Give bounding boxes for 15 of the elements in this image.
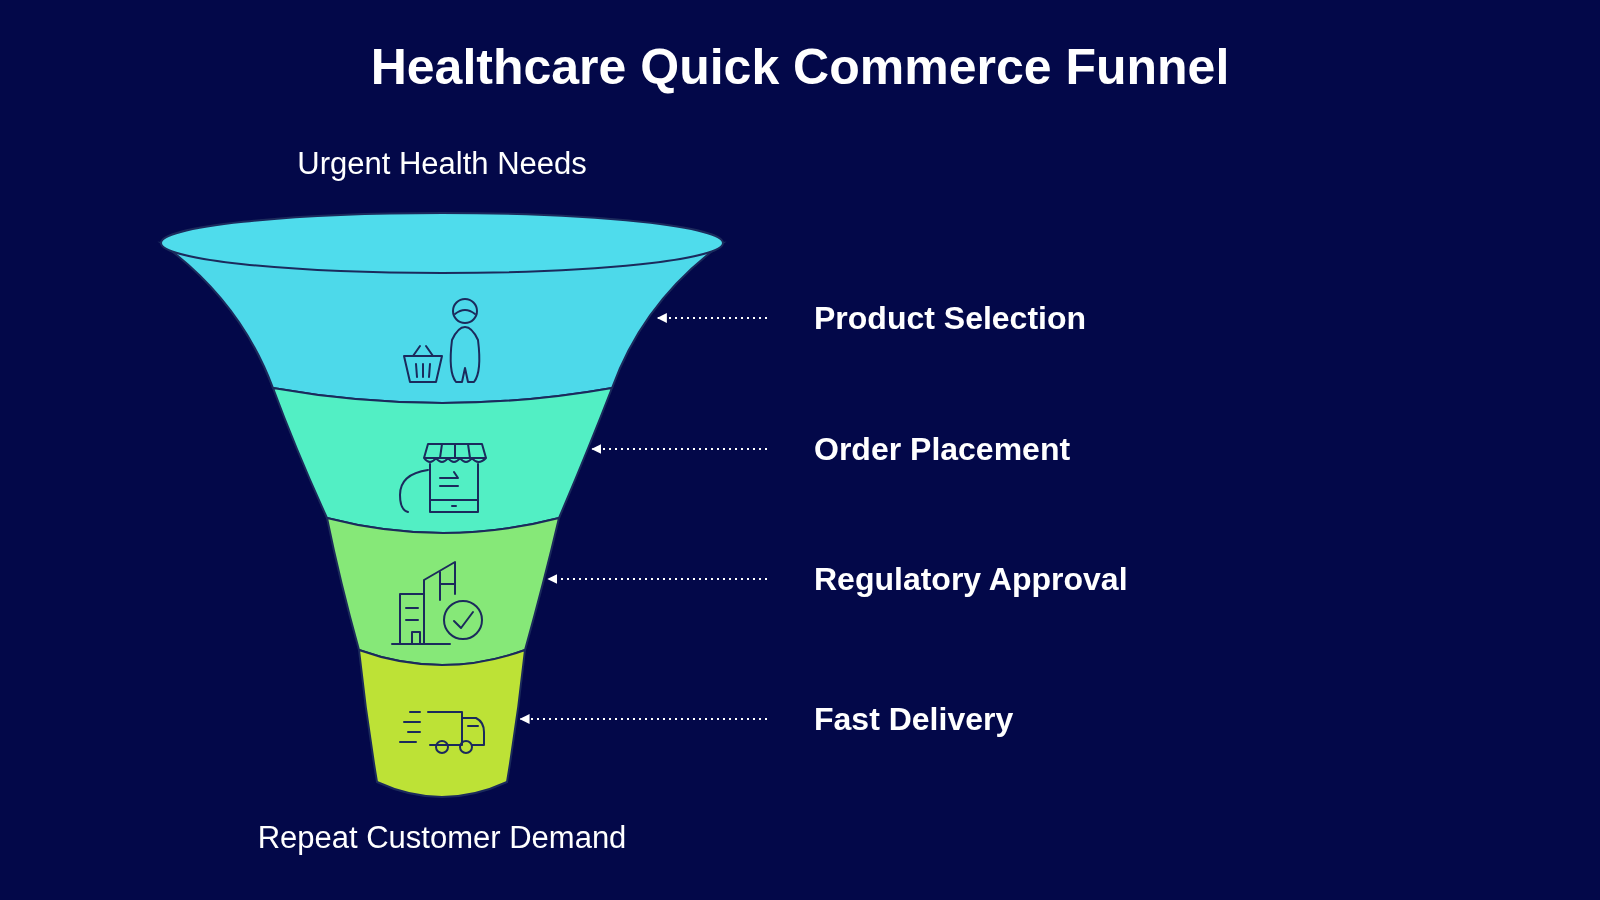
stage-caption: Urgent Health Needs bbox=[297, 146, 587, 182]
funnel-segment bbox=[326, 517, 560, 666]
leader-line bbox=[656, 313, 768, 323]
funnel-segment bbox=[272, 387, 613, 534]
funnel-segment bbox=[358, 649, 526, 798]
title: Healthcare Quick Commerce Funnel bbox=[369, 38, 1231, 96]
funnel-segment bbox=[160, 212, 724, 404]
leader-line bbox=[547, 574, 768, 584]
step-label: Fast Delivery bbox=[814, 700, 1014, 738]
step-label: Order Placement bbox=[814, 430, 1071, 468]
leader-line bbox=[519, 714, 768, 724]
step-label: Product Selection bbox=[814, 299, 1087, 337]
stage-caption: Repeat Customer Demand bbox=[257, 820, 627, 856]
step-label: Regulatory Approval bbox=[814, 560, 1128, 598]
leader-line bbox=[591, 444, 768, 454]
